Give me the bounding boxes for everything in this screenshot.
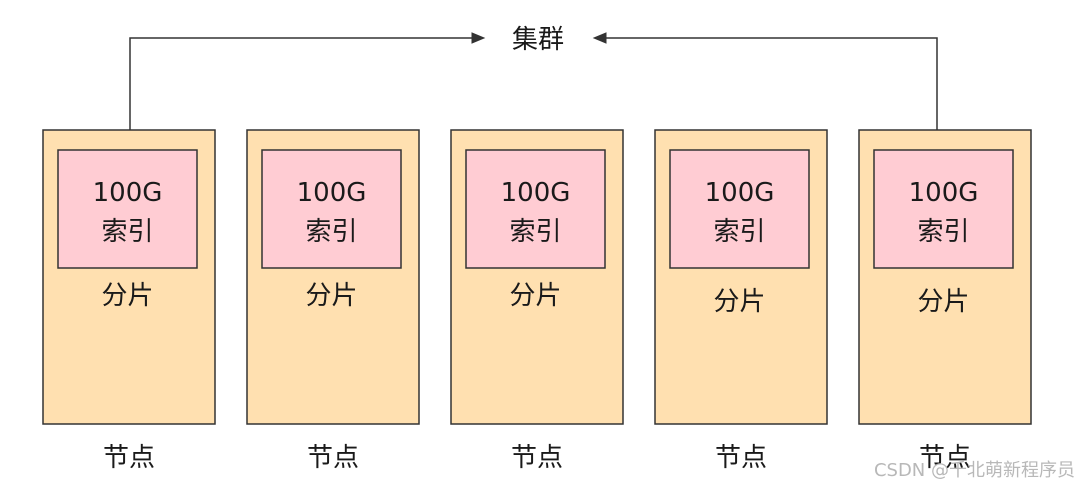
index-name: 索引 — [305, 217, 357, 247]
node: 100G 索引 分片 节点 — [42, 129, 216, 473]
arrow-head-left — [471, 32, 486, 44]
index-box — [873, 149, 1014, 269]
index-name: 索引 — [101, 217, 153, 247]
shard-label: 分片 — [305, 281, 357, 311]
index-box — [261, 149, 402, 269]
index-size: 100G — [501, 178, 571, 208]
index-size: 100G — [909, 178, 979, 208]
shard-label: 分片 — [713, 287, 765, 317]
arrow-head-right — [592, 32, 607, 44]
node-label: 节点 — [511, 443, 563, 473]
index-name: 索引 — [713, 217, 765, 247]
node-label: 节点 — [103, 443, 155, 473]
shard-label: 分片 — [101, 281, 153, 311]
index-box — [465, 149, 606, 269]
index-name: 索引 — [917, 217, 969, 247]
index-box — [57, 149, 198, 269]
index-box — [669, 149, 810, 269]
index-size: 100G — [705, 178, 775, 208]
index-size: 100G — [93, 178, 163, 208]
index-name: 索引 — [509, 217, 561, 247]
shard-label: 分片 — [509, 281, 561, 311]
node-label: 节点 — [919, 443, 971, 473]
watermark-text: CSDN @千北萌新程序员 — [874, 460, 1075, 481]
node: 100G 索引 分片 节点 — [858, 129, 1032, 473]
index-size: 100G — [297, 178, 367, 208]
node: 100G 索引 分片 节点 — [654, 129, 828, 473]
node: 100G 索引 分片 节点 — [246, 129, 420, 473]
node-label: 节点 — [307, 443, 359, 473]
cluster-label: 集群 — [512, 25, 564, 55]
connector-left — [129, 37, 474, 130]
node: 100G 索引 分片 节点 — [450, 129, 624, 473]
connector-right — [606, 37, 938, 130]
shard-label: 分片 — [917, 287, 969, 317]
node-label: 节点 — [715, 443, 767, 473]
